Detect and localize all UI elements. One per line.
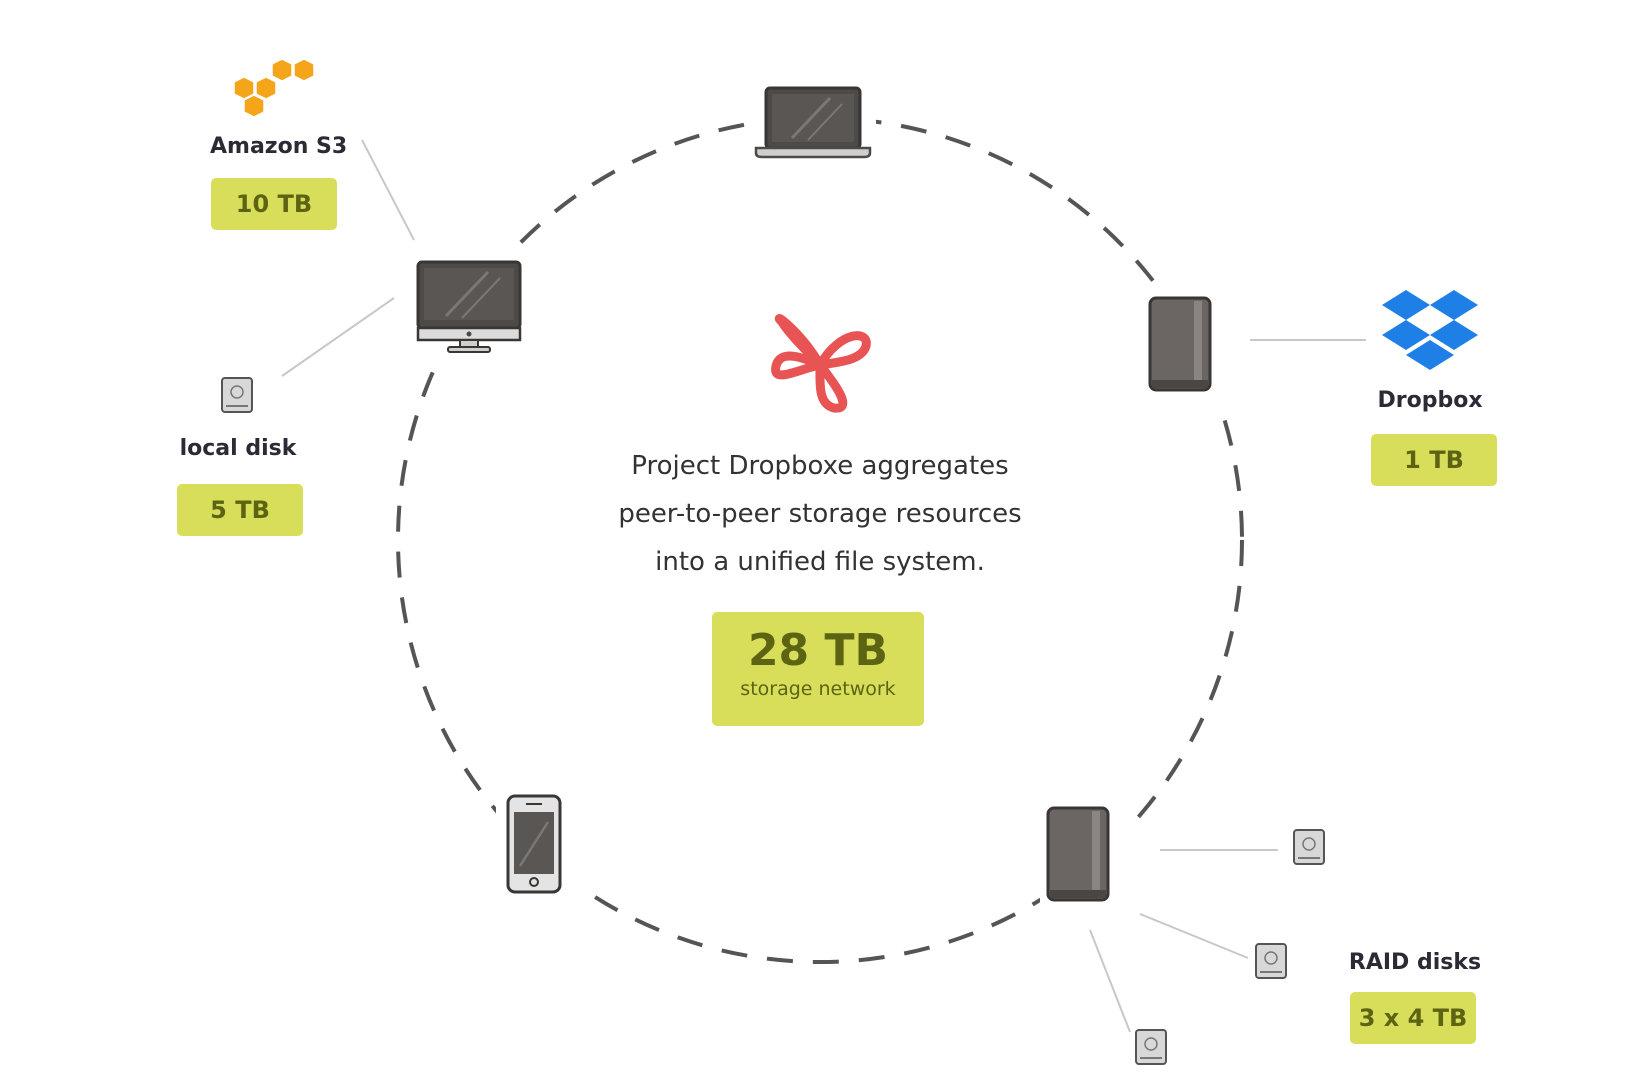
hard-disk-icon-raid-1: [1293, 829, 1325, 865]
amazon-s3-capacity-badge: 10 TB: [211, 178, 337, 230]
nas-drive-icon-right: [1148, 296, 1212, 392]
dropbox-label: Dropbox: [1377, 388, 1483, 413]
dropbox-logo-icon: [1382, 290, 1478, 370]
hard-disk-icon-raid-3: [1135, 1029, 1167, 1065]
laptop-icon: [754, 86, 872, 159]
total-storage-caption: storage network: [740, 678, 896, 700]
total-storage-badge: 28 TB storage network: [712, 612, 924, 726]
local-disk-label: local disk: [179, 436, 297, 461]
local-disk-capacity-badge: 5 TB: [177, 484, 303, 536]
raid-disks-label: RAID disks: [1348, 950, 1482, 975]
amazon-s3-label: Amazon S3: [210, 134, 348, 159]
smartphone-icon: [506, 794, 562, 894]
description-line-1: Project Dropboxe aggregates: [631, 451, 1009, 481]
amazon-s3-icon: [233, 58, 315, 118]
hard-disk-icon-local: [221, 377, 253, 413]
dropbox-capacity-badge: 1 TB: [1371, 434, 1497, 486]
total-storage-value: 28 TB: [747, 625, 889, 676]
description-line-2: peer-to-peer storage resources: [618, 499, 1022, 529]
nas-drive-icon-bottom: [1046, 806, 1110, 902]
raid-disks-capacity-badge: 3 x 4 TB: [1350, 992, 1476, 1044]
project-logo-icon: [771, 314, 871, 413]
project-description: Project Dropboxe aggregates peer-to-peer…: [560, 442, 1080, 586]
desktop-monitor-icon: [416, 260, 522, 353]
hard-disk-icon-raid-2: [1255, 943, 1287, 979]
description-line-3: into a unified file system.: [655, 547, 985, 577]
connector-lines: [281, 139, 1366, 1033]
